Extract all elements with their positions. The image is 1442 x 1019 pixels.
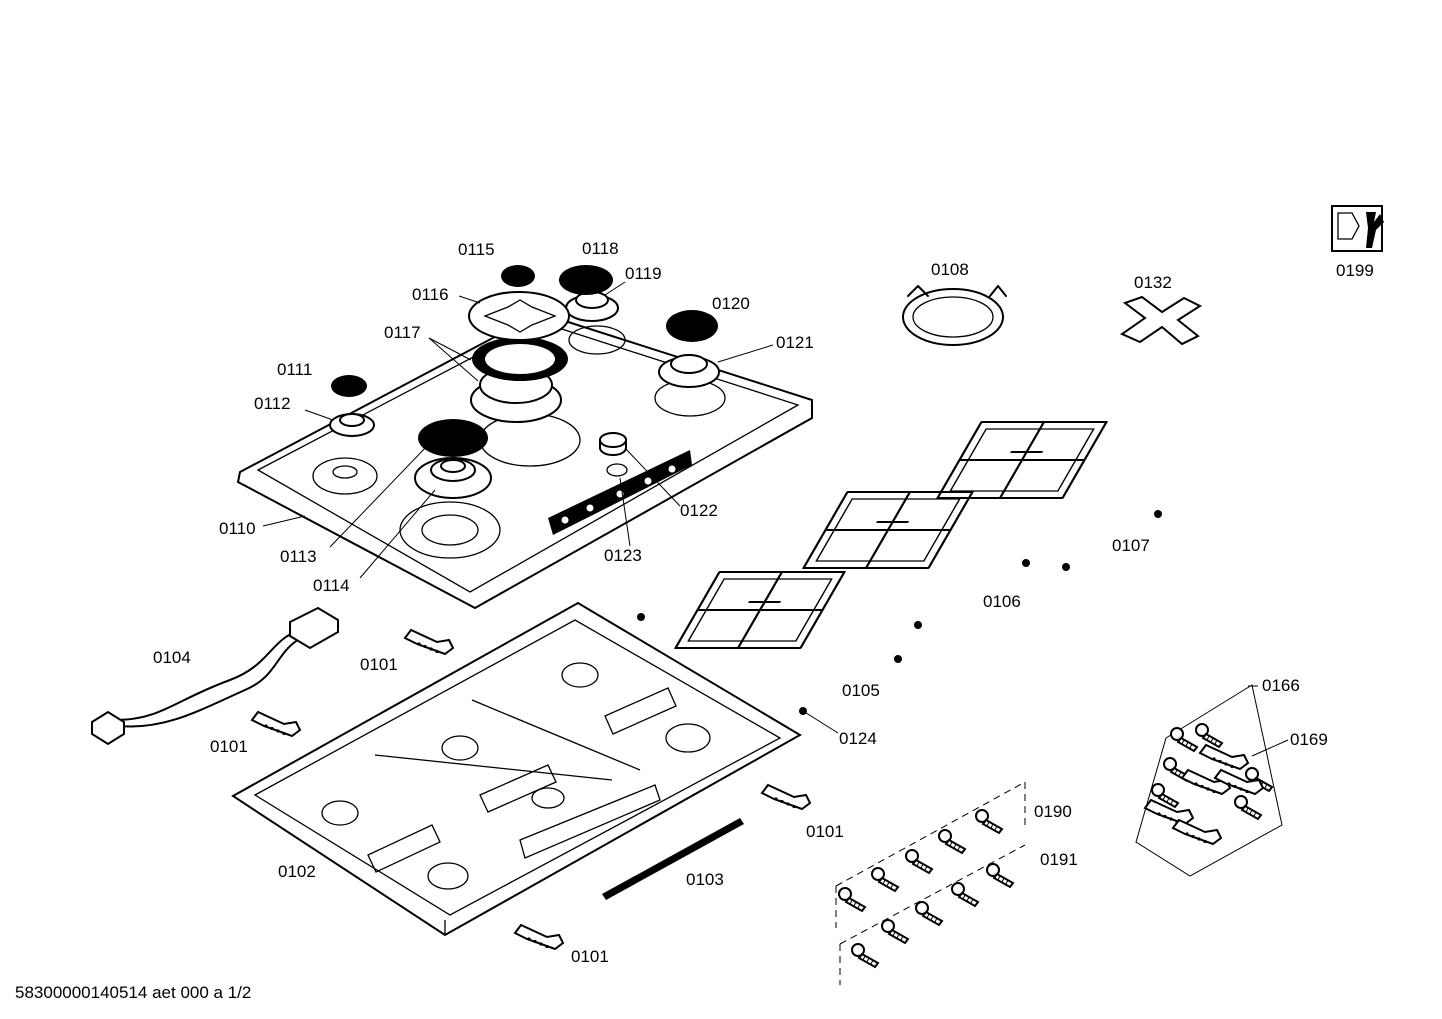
label-0111: 0111 [277, 360, 312, 379]
clip-0101-a [404, 629, 454, 655]
label-0132: 0132 [1134, 273, 1172, 292]
label-0199: 0199 [1336, 261, 1374, 280]
label-0123: 0123 [604, 546, 642, 565]
label-0120: 0120 [712, 294, 750, 313]
fixing-kit-0166-0169 [1135, 684, 1283, 877]
grate-0106 [802, 490, 974, 570]
base-tray-0102 [231, 601, 802, 937]
label-0114: 0114 [313, 576, 350, 595]
label-0107: 0107 [1112, 536, 1150, 555]
seal-strip-0103 [602, 818, 744, 900]
screw-kit-0190-0191 [835, 781, 1026, 985]
label-0101-a: 0101 [360, 655, 398, 674]
label-0104: 0104 [153, 648, 191, 667]
burner-caps [331, 265, 718, 457]
label-0121: 0121 [776, 333, 814, 352]
power-cable-0104 [91, 606, 339, 746]
label-0122: 0122 [680, 501, 718, 520]
label-0115: 0115 [458, 240, 495, 259]
label-0108: 0108 [931, 260, 969, 279]
label-0124: 0124 [839, 729, 877, 748]
clip-0101-b [251, 711, 301, 737]
grate-0105 [674, 570, 846, 650]
label-0101-c: 0101 [806, 822, 844, 841]
label-0119: 0119 [625, 264, 662, 283]
leader-lines [262, 281, 1289, 757]
label-0190: 0190 [1034, 802, 1072, 821]
label-0105: 0105 [842, 681, 880, 700]
label-0101-d: 0101 [571, 947, 609, 966]
label-0113: 0113 [280, 547, 317, 566]
clip-0101-c [761, 784, 811, 810]
label-0101-b: 0101 [210, 737, 248, 756]
label-0191: 0191 [1040, 850, 1078, 869]
label-0117: 0117 [384, 323, 421, 342]
wok-ring-0108 [902, 285, 1007, 346]
clip-0101-d [514, 924, 564, 950]
label-0116: 0116 [412, 285, 449, 304]
label-0102: 0102 [278, 862, 316, 881]
label-0112: 0112 [254, 394, 291, 413]
label-0169: 0169 [1290, 730, 1328, 749]
document-id: 58300000140514 aet 000 a 1/2 [15, 983, 251, 1002]
grate-0107 [936, 420, 1108, 500]
label-0118: 0118 [582, 239, 619, 258]
part-labels: 0115 0118 0119 0116 0120 0117 0121 0111 … [153, 239, 1374, 966]
label-0106: 0106 [983, 592, 1021, 611]
label-0103: 0103 [686, 870, 724, 889]
label-0110: 0110 [219, 519, 256, 538]
simmer-plate-0132 [1119, 295, 1203, 346]
wrench-nut-icon [1331, 205, 1384, 252]
label-0166: 0166 [1262, 676, 1300, 695]
